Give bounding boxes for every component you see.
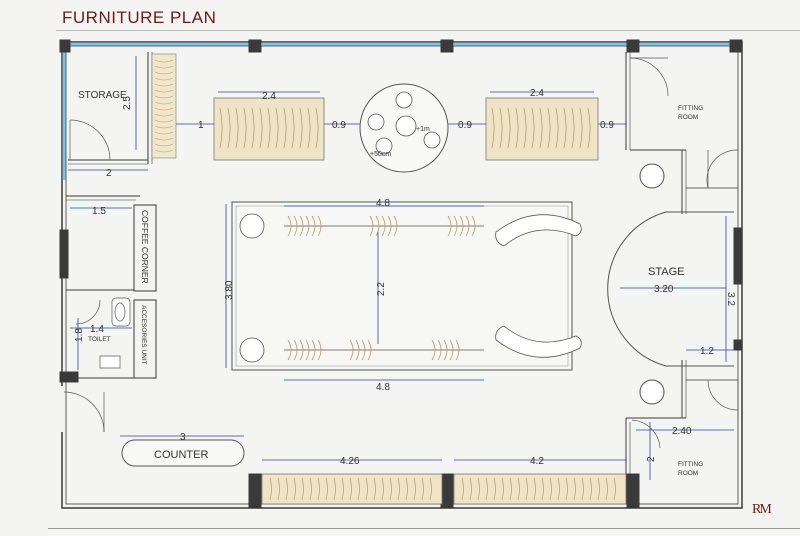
room-labels: STORAGE FITTING ROOM FITTING ROOM COFFEE…	[78, 90, 703, 477]
dim-fitting-bottom-width: 2.40	[672, 426, 692, 437]
label-toilet: TOILET	[88, 336, 111, 343]
dim-storage-width: 2	[106, 168, 112, 179]
dim-platform-height: 3.80	[224, 280, 235, 300]
walls	[59, 39, 743, 509]
label-fitting-bottom-1: FITTING	[678, 461, 703, 468]
dimension-labels: 2.5 2 1 2.4 0.9 0.9 2.4 0.9 +1m +50cm 1.…	[74, 88, 736, 467]
bottom-benches	[261, 473, 627, 505]
counter-desk	[121, 439, 245, 467]
dim-toilet-width: 1.4	[90, 324, 104, 335]
central-platform	[231, 201, 582, 371]
dim-rack-top: 4.8	[376, 198, 390, 209]
dim-rack-bottom: 4.8	[376, 382, 390, 393]
label-fitting-top-1: FITTING	[678, 105, 703, 112]
dim-center-gap: 2.2	[376, 282, 387, 296]
toilet-fixtures	[99, 297, 131, 369]
dim-counter-width: 3	[180, 432, 186, 443]
page-title: FURNITURE PLAN	[62, 8, 217, 27]
label-fitting-top-2: ROOM	[678, 114, 698, 121]
label-coffee-corner: COFFEE CORNER	[140, 210, 150, 284]
dim-sofa-left: 2.4	[262, 91, 276, 102]
sofa-left	[213, 97, 325, 161]
label-accessories-unit: ACCESORIES UNIT	[140, 305, 147, 365]
label-fitting-bottom-2: ROOM	[678, 470, 698, 477]
label-counter: COUNTER	[154, 449, 208, 461]
dim-stage-width: 3.20	[654, 284, 674, 295]
dim-stage-height: 3.2	[725, 292, 736, 306]
dim-gap-left-sofa: 0.9	[332, 120, 346, 131]
dim-toilet-height: 1.8	[74, 328, 85, 342]
title-divider	[56, 30, 800, 31]
label-storage: STORAGE	[78, 90, 127, 101]
dim-coffee-width: 1.5	[92, 206, 106, 217]
brand-logo: RM	[752, 502, 772, 517]
dim-gap-right-sofa: 0.9	[458, 120, 472, 131]
doors	[63, 57, 739, 449]
dim-table-height: +1m	[416, 126, 430, 133]
dim-bench-right: 4.2	[530, 456, 544, 467]
dim-sofa-right: 2.4	[530, 88, 544, 99]
stage	[607, 163, 734, 405]
label-stage: STAGE	[648, 266, 684, 278]
bottom-divider	[48, 528, 800, 529]
sofa-right	[485, 97, 599, 161]
dim-fitting-bottom-height: 2	[646, 456, 657, 462]
dim-gap-fitting: 0.9	[600, 120, 614, 131]
dimension-lines	[68, 56, 734, 480]
storage-rack	[151, 53, 177, 159]
dim-stage-side: 1.2	[700, 346, 714, 357]
round-table	[359, 83, 449, 173]
dim-table-offset: +50cm	[370, 151, 391, 158]
dim-bench-left: 4.26	[340, 456, 360, 467]
dim-storage-height: 2.5	[122, 96, 133, 110]
dim-gap-storage: 1	[198, 120, 204, 131]
